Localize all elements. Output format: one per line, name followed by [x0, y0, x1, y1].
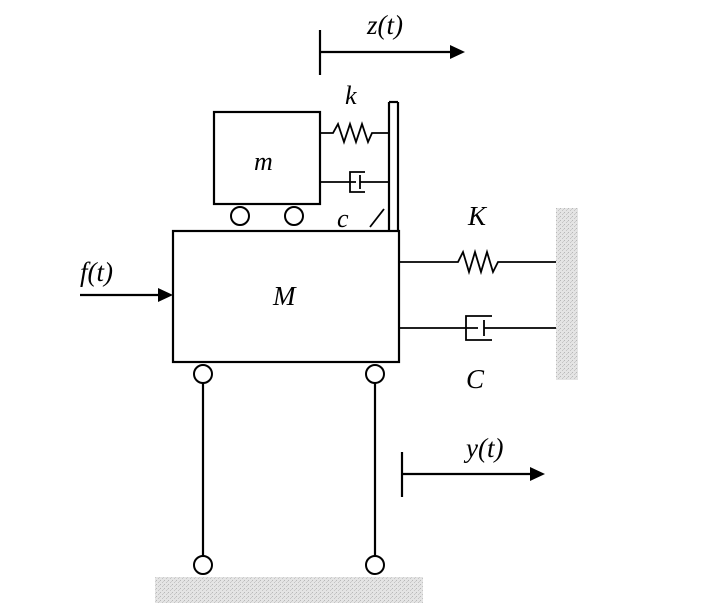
small-mass-wheel-left: [230, 206, 250, 226]
y-label: y(t): [463, 433, 503, 463]
post-brace: [369, 208, 385, 228]
damper-c: [320, 171, 389, 193]
right-column: [365, 364, 385, 575]
small-mass-wheel-right: [284, 206, 304, 226]
y-displacement-arrow: [400, 452, 545, 497]
force-arrow: [80, 288, 173, 302]
z-label: z(t): [366, 10, 403, 40]
k-label: k: [345, 81, 357, 110]
K-label: K: [467, 201, 488, 231]
spring-K: [399, 248, 556, 276]
left-column: [193, 364, 213, 575]
main-mass-M: [171, 229, 401, 364]
M-label: M: [272, 281, 297, 311]
f-label: f(t): [80, 257, 113, 287]
c-label: c: [337, 204, 349, 233]
bottom-floor-ground: [155, 577, 423, 603]
damper-C: [399, 315, 556, 341]
m-label: m: [254, 147, 273, 176]
z-displacement-arrow: [318, 30, 465, 75]
small-mass-m: [212, 110, 322, 206]
C-label: C: [466, 364, 485, 394]
spring-k: [320, 121, 389, 145]
right-wall-ground: [556, 208, 578, 380]
